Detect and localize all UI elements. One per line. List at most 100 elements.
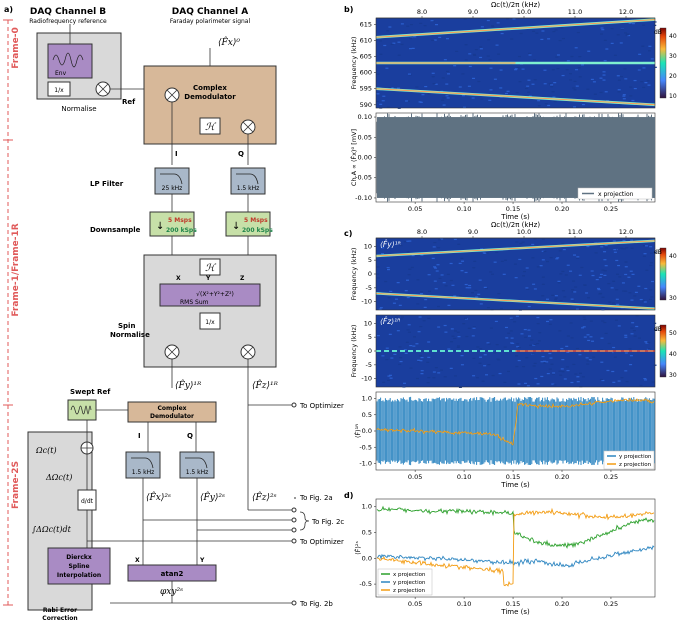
heatmap-noise (462, 323, 466, 325)
heatmap-noise (478, 362, 482, 364)
heatmap-noise (472, 267, 476, 269)
heatmap-noise (533, 362, 537, 364)
heatmap-noise (546, 372, 550, 375)
x-axis-label: Time (s) (500, 608, 530, 616)
panel-label-d: d) (344, 491, 353, 500)
heatmap-noise (517, 359, 521, 362)
heatmap-noise (487, 343, 491, 345)
heatmap-noise (494, 320, 498, 323)
y-tick-label: 605 (360, 53, 372, 61)
heatmap-noise (385, 347, 389, 349)
y-tick-label: 0.00 (358, 154, 372, 162)
heatmap-noise (489, 327, 493, 329)
heatmap-noise (437, 247, 441, 249)
spectral-line (375, 292, 656, 310)
heatmap-noise (566, 264, 570, 266)
heatmap-noise (624, 32, 628, 34)
y-tick-label: 0 (368, 270, 372, 278)
heatmap-noise (396, 282, 400, 284)
heatmap-noise (555, 258, 559, 260)
env-label: Env (55, 70, 67, 77)
heatmap-noise (427, 341, 431, 343)
heatmap-noise (455, 50, 459, 53)
heatmap-noise (575, 69, 579, 71)
heatmap-noise (434, 367, 438, 369)
heatmap-noise (458, 86, 462, 88)
heatmap-noise (422, 320, 426, 322)
heatmap-noise (599, 378, 603, 381)
heatmap-noise (399, 357, 403, 359)
heatmap-noise (593, 93, 597, 95)
heatmap-noise (550, 86, 554, 88)
heatmap-noise (542, 360, 546, 362)
heatmap-noise (622, 95, 626, 97)
heatmap-noise (389, 290, 393, 293)
heatmap-noise (419, 325, 423, 328)
y-tick-label: 600 (360, 69, 372, 77)
heatmap-noise (633, 335, 637, 337)
heatmap-noise (615, 289, 619, 291)
x-tick-label: 0.10 (457, 600, 471, 608)
heatmap-noise (553, 82, 557, 84)
heatmap-noise (603, 259, 607, 261)
heatmap-noise (587, 339, 591, 342)
heatmap-noise (463, 18, 467, 20)
heatmap-noise (504, 326, 508, 329)
heatmap-noise (403, 349, 407, 351)
heatmap-noise (649, 289, 653, 291)
heatmap-noise (650, 58, 654, 60)
heatmap-noise (601, 29, 605, 31)
heatmap-noise (586, 334, 590, 336)
heatmap-noise (534, 377, 538, 380)
heatmap-noise (589, 336, 593, 338)
heatmap-noise (604, 244, 608, 247)
legend-label: x projection (393, 572, 426, 578)
y-tick-label: 0.0 (362, 427, 372, 435)
downsample-block-1 (149, 211, 195, 237)
y-axis-label: Frequency (kHz) (350, 248, 358, 301)
heatmap-noise (399, 360, 403, 363)
heatmap-noise (569, 270, 573, 272)
heatmap-noise (505, 337, 509, 339)
heatmap-noise (446, 273, 450, 275)
heatmap-noise (406, 25, 410, 27)
heatmap-noise (550, 363, 554, 365)
heatmap-noise (442, 282, 446, 284)
heatmap-noise (650, 280, 654, 283)
heatmap-noise (376, 273, 380, 275)
heatmap-noise (446, 38, 450, 40)
heatmap-noise (475, 377, 479, 379)
heatmap-noise (449, 367, 453, 369)
heatmap-noise (436, 264, 440, 266)
heatmap-noise (503, 346, 507, 348)
heatmap-noise (603, 39, 607, 41)
heatmap-noise (489, 271, 493, 273)
heatmap-noise (653, 329, 657, 331)
heatmap-noise (498, 372, 502, 375)
heatmap-noise (556, 68, 560, 70)
heatmap-noise (447, 73, 451, 75)
heatmap-noise (397, 54, 401, 56)
heatmap-noise (644, 82, 648, 84)
heatmap-noise (577, 67, 581, 69)
y-tick-label: -10 (361, 298, 372, 306)
heatmap-noise (612, 302, 616, 304)
x-tick-label: 0.10 (457, 205, 471, 213)
heatmap-noise (639, 384, 643, 386)
heatmap-noise (547, 104, 551, 107)
heatmap-noise (632, 330, 636, 332)
heatmap-noise (490, 308, 494, 311)
heatmap-noise (586, 360, 590, 362)
heatmap-noise (468, 287, 472, 289)
colorbar-tick: 30 (669, 53, 677, 60)
x-axis-label: Time (s) (500, 481, 530, 489)
top-axis-label: Ωc(t)/2π (kHz) (491, 221, 540, 229)
hilbert-block-1 (199, 117, 221, 135)
heatmap-noise (480, 26, 484, 28)
heatmap-noise (491, 374, 495, 377)
x-tick-label: 0.15 (506, 600, 520, 608)
x-tick-label: 0.15 (506, 205, 520, 213)
heatmap-noise (465, 287, 469, 289)
heatmap-noise (446, 70, 450, 73)
heatmap-noise (645, 342, 649, 344)
